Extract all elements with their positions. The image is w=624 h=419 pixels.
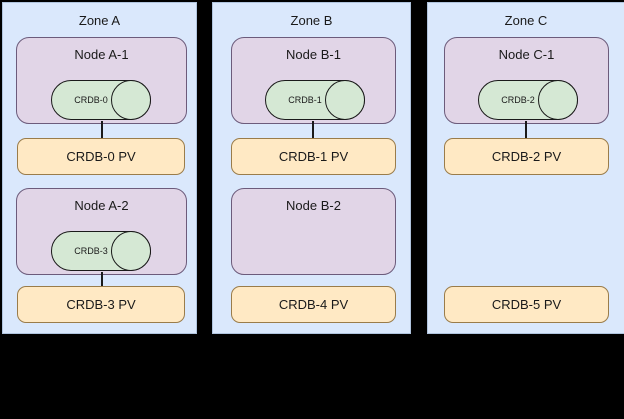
pv-label-crdb-4: CRDB-4 PV: [278, 296, 349, 312]
database-label-crdb-1: CRDB-1: [288, 95, 322, 105]
database-label-crdb-2: CRDB-2: [501, 95, 535, 105]
database-label-crdb-0: CRDB-0: [74, 95, 108, 105]
connector-node-a-2-to-pv: [101, 272, 103, 290]
database-cylinder-crdb-0[interactable]: CRDB-0: [51, 80, 151, 120]
node-label-a-2: Node A-2: [74, 198, 129, 213]
node-label-b-2: Node B-2: [286, 198, 341, 213]
zone-panel-c[interactable]: Zone C Node C-1 CRDB-2 CRDB-2 PV CRDB-5 …: [427, 2, 624, 334]
node-label-b-1: Node B-1: [286, 47, 341, 62]
node-label-a-1: Node A-1: [74, 47, 129, 62]
pv-box-crdb-2[interactable]: CRDB-2 PV: [444, 138, 609, 175]
database-label-crdb-3: CRDB-3: [74, 246, 108, 256]
zone-title-b: Zone B: [290, 13, 333, 28]
zone-title-a: Zone A: [78, 13, 121, 28]
node-label-c-1: Node C-1: [498, 47, 555, 62]
pv-label-crdb-1: CRDB-1 PV: [278, 148, 349, 164]
connector-node-c-1-to-pv: [525, 121, 527, 139]
node-box-a-1[interactable]: Node A-1 CRDB-0: [16, 37, 187, 124]
zone-panel-a[interactable]: Zone A Node A-1 CRDB-0 CRDB-0 PV Node A-…: [2, 2, 197, 334]
zone-title-c: Zone C: [504, 13, 548, 28]
pv-box-crdb-0[interactable]: CRDB-0 PV: [17, 138, 185, 175]
connector-node-a-1-to-pv: [101, 121, 103, 139]
pv-label-crdb-3: CRDB-3 PV: [66, 296, 136, 312]
pv-label-crdb-0: CRDB-0 PV: [66, 148, 136, 164]
pv-label-crdb-2: CRDB-2 PV: [491, 148, 562, 164]
node-box-b-2[interactable]: Node B-2: [231, 188, 396, 275]
node-box-b-1[interactable]: Node B-1 CRDB-1: [231, 37, 396, 124]
pv-box-crdb-5[interactable]: CRDB-5 PV: [444, 286, 609, 323]
pv-box-crdb-1[interactable]: CRDB-1 PV: [231, 138, 396, 175]
node-box-c-1[interactable]: Node C-1 CRDB-2: [444, 37, 609, 124]
database-cylinder-crdb-2[interactable]: CRDB-2: [478, 80, 578, 120]
database-cylinder-crdb-3[interactable]: CRDB-3: [51, 231, 151, 271]
pv-box-crdb-4[interactable]: CRDB-4 PV: [231, 286, 396, 323]
pv-label-crdb-5: CRDB-5 PV: [491, 296, 562, 312]
pv-box-crdb-3[interactable]: CRDB-3 PV: [17, 286, 185, 323]
node-box-a-2[interactable]: Node A-2 CRDB-3: [16, 188, 187, 275]
zone-panel-b[interactable]: Zone B Node B-1 CRDB-1 CRDB-1 PV Node B-…: [212, 2, 411, 334]
database-cylinder-crdb-1[interactable]: CRDB-1: [265, 80, 365, 120]
connector-node-b-1-to-pv: [312, 121, 314, 139]
